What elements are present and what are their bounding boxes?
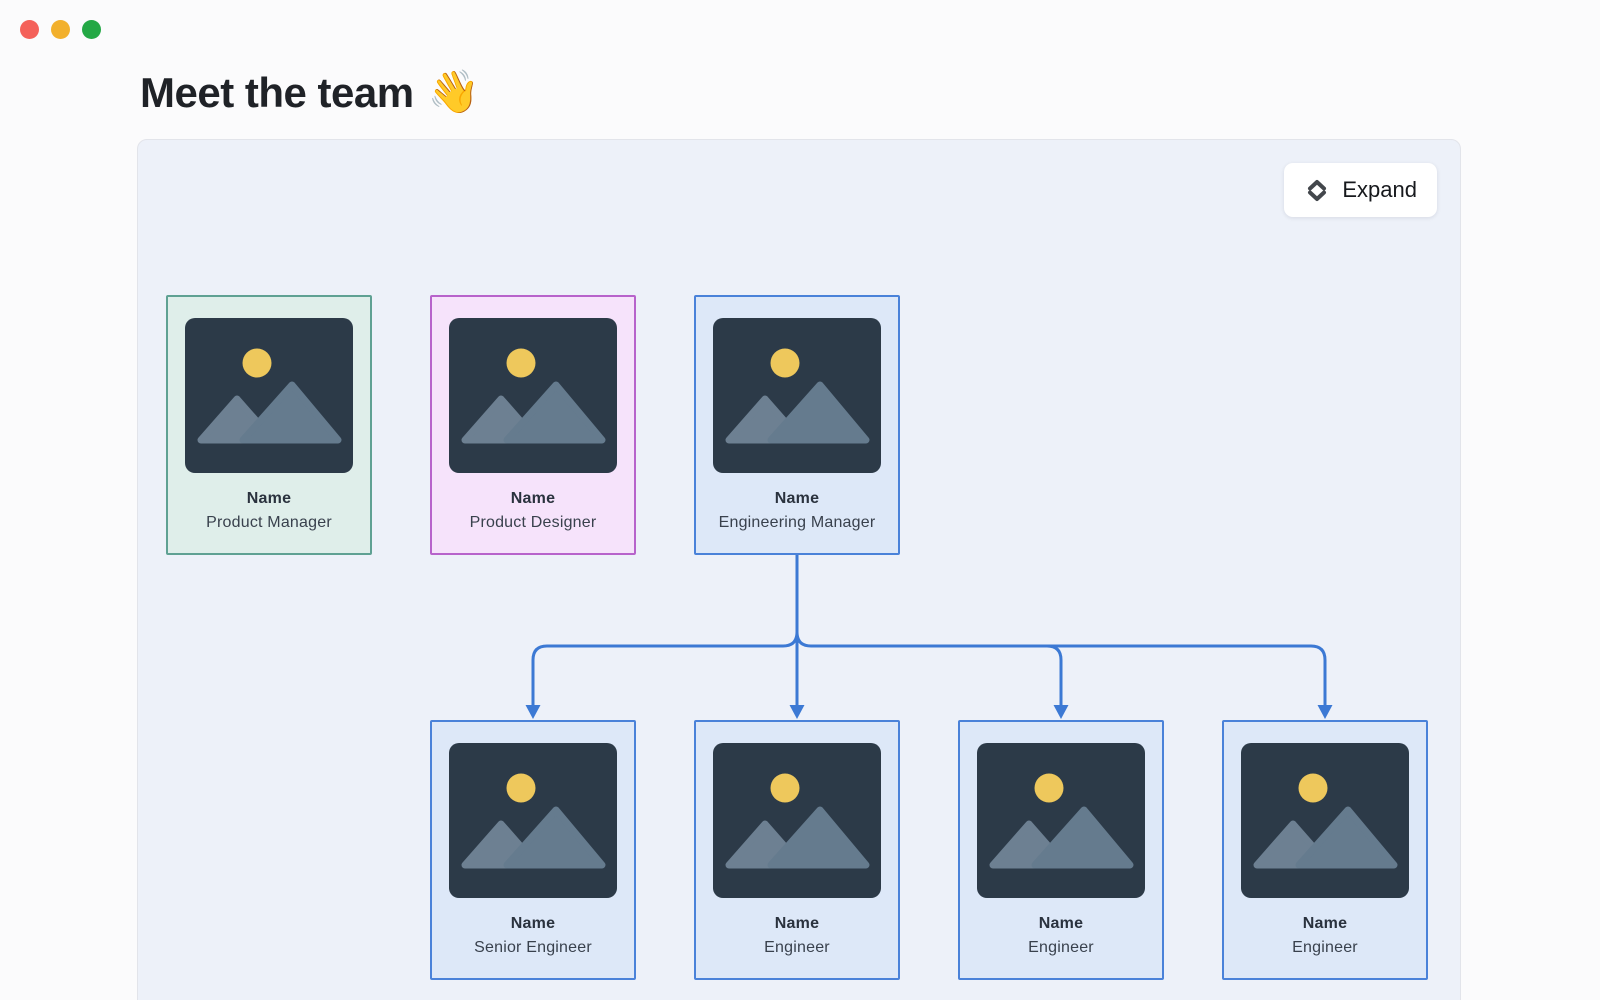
org-card-senior-engineer[interactable]: Name Senior Engineer — [430, 720, 636, 980]
image-placeholder-icon — [713, 743, 881, 898]
org-card-product-manager[interactable]: Name Product Manager — [166, 295, 372, 555]
member-name: Name — [510, 915, 556, 932]
image-placeholder-icon — [977, 743, 1145, 898]
image-placeholder-icon — [449, 743, 617, 898]
member-role: Engineer — [1292, 939, 1358, 956]
org-card-engineer-1[interactable]: Name Engineer — [694, 720, 900, 980]
member-name: Name — [246, 490, 292, 507]
page-title-text: Meet the team — [140, 68, 414, 116]
member-name: Name — [1302, 915, 1348, 932]
image-placeholder-icon — [449, 318, 617, 473]
arrow-down-icon — [525, 705, 541, 719]
member-name: Name — [510, 490, 556, 507]
window-controls — [20, 20, 101, 39]
close-window-button[interactable] — [20, 20, 39, 39]
member-role: Engineer — [764, 939, 830, 956]
image-placeholder-icon — [185, 318, 353, 473]
expand-button[interactable]: Expand — [1284, 163, 1437, 217]
org-card-product-designer[interactable]: Name Product Designer — [430, 295, 636, 555]
member-role: Product Designer — [469, 514, 597, 531]
arrow-down-icon — [789, 705, 805, 719]
org-chart-connectors — [525, 553, 1333, 719]
unfold-vertical-icon — [1308, 180, 1327, 201]
arrow-down-icon — [1317, 705, 1333, 719]
member-role: Engineer — [1028, 939, 1094, 956]
member-name: Name — [774, 490, 820, 507]
zoom-window-button[interactable] — [82, 20, 101, 39]
minimize-window-button[interactable] — [51, 20, 70, 39]
org-chart-canvas: Expand Name Product Manager — [137, 139, 1461, 1000]
member-role: Product Manager — [206, 514, 332, 531]
member-name: Name — [1038, 915, 1084, 932]
org-card-engineer-2[interactable]: Name Engineer — [958, 720, 1164, 980]
org-card-engineering-manager[interactable]: Name Engineering Manager — [694, 295, 900, 555]
page-title: Meet the team 👋 — [140, 68, 480, 117]
arrow-down-icon — [1053, 705, 1069, 719]
waving-hand-emoji: 👋 — [427, 68, 480, 115]
expand-button-label: Expand — [1342, 177, 1417, 202]
member-name: Name — [774, 915, 820, 932]
member-role: Senior Engineer — [474, 939, 592, 956]
image-placeholder-icon — [713, 318, 881, 473]
image-placeholder-icon — [1241, 743, 1409, 898]
member-role: Engineering Manager — [718, 514, 876, 531]
org-card-engineer-3[interactable]: Name Engineer — [1222, 720, 1428, 980]
